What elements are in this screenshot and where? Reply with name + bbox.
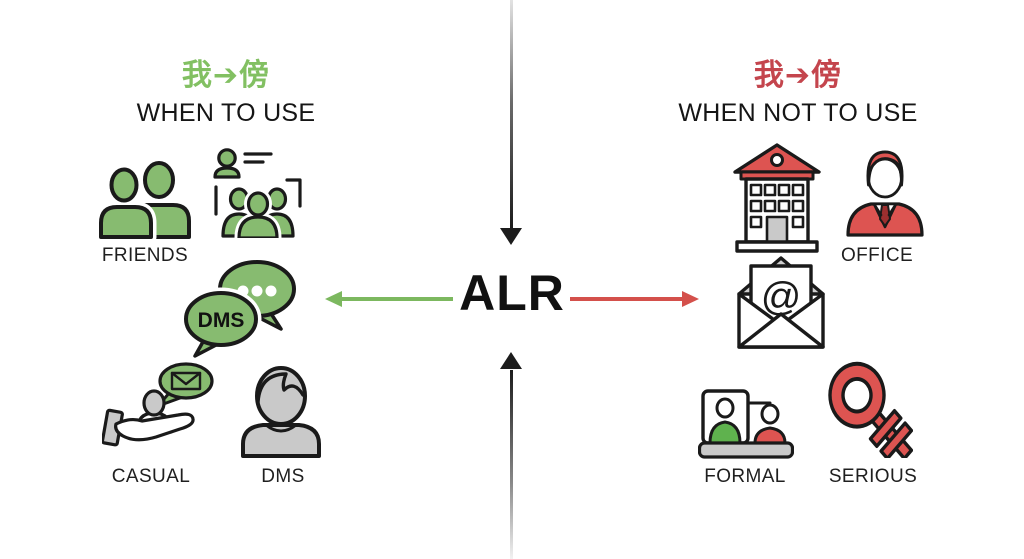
friends-icon	[97, 161, 191, 239]
female-symbol-icon	[828, 361, 913, 458]
left-header: 我➔傍 WHEN TO USE	[66, 50, 386, 128]
at-symbol: @	[761, 275, 802, 319]
office-label: OFFICE	[840, 245, 914, 266]
center-term: ALR	[459, 265, 565, 321]
right-header: 我➔傍 WHEN NOT TO USE	[638, 50, 958, 128]
video-call-icon	[698, 389, 794, 459]
dms-label: DMS	[261, 466, 305, 487]
group-meeting-icon	[213, 148, 302, 238]
chat-bubbles-icon: DMS	[182, 260, 296, 358]
school-building-icon	[733, 143, 821, 253]
green-arrow-line	[341, 297, 453, 301]
red-arrow-line	[570, 297, 682, 301]
left-heading: WHEN TO USE	[136, 99, 316, 127]
businessman-icon	[846, 150, 924, 237]
casual-chat-icon	[102, 362, 214, 447]
email-envelope-icon: @	[737, 256, 825, 349]
arrow-up-icon	[500, 352, 522, 369]
left-heading-zh: 我➔傍	[181, 59, 271, 92]
friends-label: FRIENDS	[101, 245, 189, 266]
bubble-text: DMS	[198, 309, 245, 332]
red-arrow-right-icon	[682, 291, 699, 307]
right-heading-zh: 我➔傍	[753, 59, 843, 92]
vertical-divider-top	[510, 0, 513, 228]
serious-label: SERIOUS	[828, 466, 918, 487]
person-avatar-icon	[241, 366, 321, 458]
green-arrow-left-icon	[325, 291, 342, 307]
vertical-divider-bottom	[510, 370, 513, 559]
formal-label: FORMAL	[704, 466, 786, 487]
right-heading: WHEN NOT TO USE	[678, 99, 918, 127]
arrow-down-icon	[500, 228, 522, 245]
casual-label: CASUAL	[111, 466, 191, 487]
